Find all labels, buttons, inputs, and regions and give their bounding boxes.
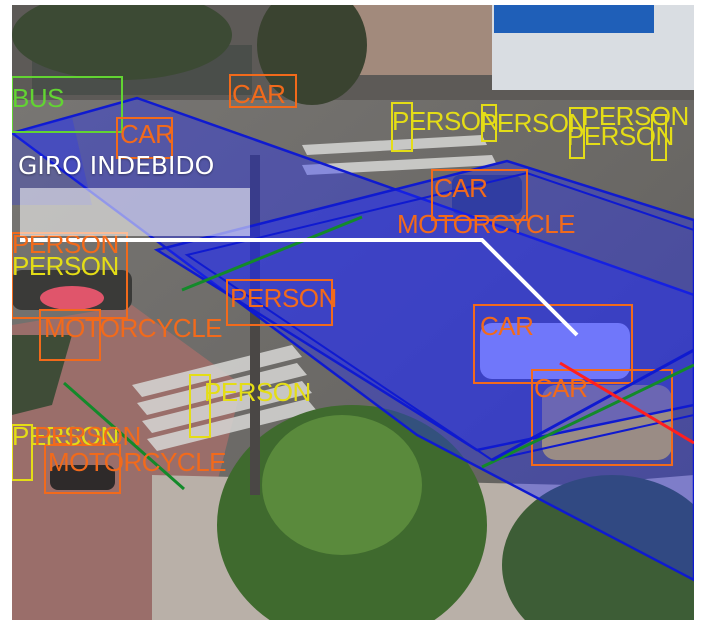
white-car: [480, 323, 630, 379]
tree-bottom-highlight: [262, 415, 422, 555]
tree-canopy-top: [12, 5, 232, 80]
dark-car: [452, 175, 522, 215]
track-line-blue: [491, 348, 694, 462]
motorcycle-box-bottom: [44, 444, 121, 494]
person-box-center: [226, 279, 333, 326]
label-car-3: CAR: [434, 173, 487, 203]
person-box-5: [189, 374, 211, 438]
track-line-red: [559, 361, 694, 445]
tree-bottom-right: [502, 475, 694, 620]
label-bus: BUS: [12, 83, 64, 113]
person-box-3: [569, 107, 585, 159]
building-facade: [352, 5, 492, 75]
label-motorcycle-1: MOTORCYCLE: [397, 209, 575, 239]
car-box-taxi: [531, 369, 673, 466]
person-box-1: [391, 102, 413, 152]
label-person-8: PERSON: [204, 377, 311, 407]
label-person-6: PERSON: [12, 251, 119, 281]
label-person-10: PERSON: [34, 421, 141, 451]
illegal-turn-path: [20, 238, 579, 337]
label-motorcycle-3: MOTORCYCLE: [48, 447, 226, 477]
label-person-4: PERSON: [567, 121, 674, 151]
monitoring-zone-inner: [153, 159, 694, 452]
label-person-3: PERSON: [582, 101, 689, 131]
person-box-4: [651, 114, 667, 161]
label-person-1: PERSON: [392, 106, 499, 136]
person-box-6: [12, 424, 33, 481]
car-box-top: [229, 74, 297, 108]
car-box-left: [116, 117, 173, 159]
track-line-green-3: [481, 363, 694, 469]
label-car-5: CAR: [534, 373, 587, 403]
car-box-center: [431, 169, 528, 221]
store-sign: [494, 5, 654, 33]
track-line-green-1: [181, 215, 363, 292]
motorcycle-box-left: [39, 309, 101, 361]
label-person-9: PERSON: [12, 421, 119, 451]
detection-labels: BUS CAR CAR PERSON PERSON PERSON PERSON …: [12, 79, 689, 477]
label-car-1: CAR: [232, 79, 285, 109]
track-line-green-2: [63, 381, 185, 491]
crosswalk-top: [302, 135, 497, 175]
person-box-2: [481, 104, 497, 142]
traffic-camera-scene: BUS CAR CAR PERSON PERSON PERSON PERSON …: [12, 5, 694, 620]
label-person-2: PERSON: [480, 108, 587, 138]
label-motorcycle-2: MOTORCYCLE: [44, 313, 222, 343]
label-person-7: PERSON: [230, 283, 337, 313]
monitoring-zone-edge: [12, 117, 92, 205]
car-box-white: [473, 304, 633, 384]
tree-top-center: [257, 5, 367, 105]
motorcycle-bottom: [50, 465, 115, 490]
label-car-2: CAR: [120, 119, 173, 149]
label-car-4: CAR: [480, 311, 533, 341]
umbrella: [40, 286, 104, 310]
title-highlight-bar: [20, 188, 250, 236]
bus-box: [12, 76, 123, 133]
scene-graphics: BUS CAR CAR PERSON PERSON PERSON PERSON …: [12, 5, 694, 620]
event-title: GIRO INDEBIDO: [18, 151, 215, 180]
detection-boxes: [12, 74, 673, 494]
monitoring-zone-outline: [184, 171, 694, 462]
shrubs-left: [12, 335, 72, 415]
